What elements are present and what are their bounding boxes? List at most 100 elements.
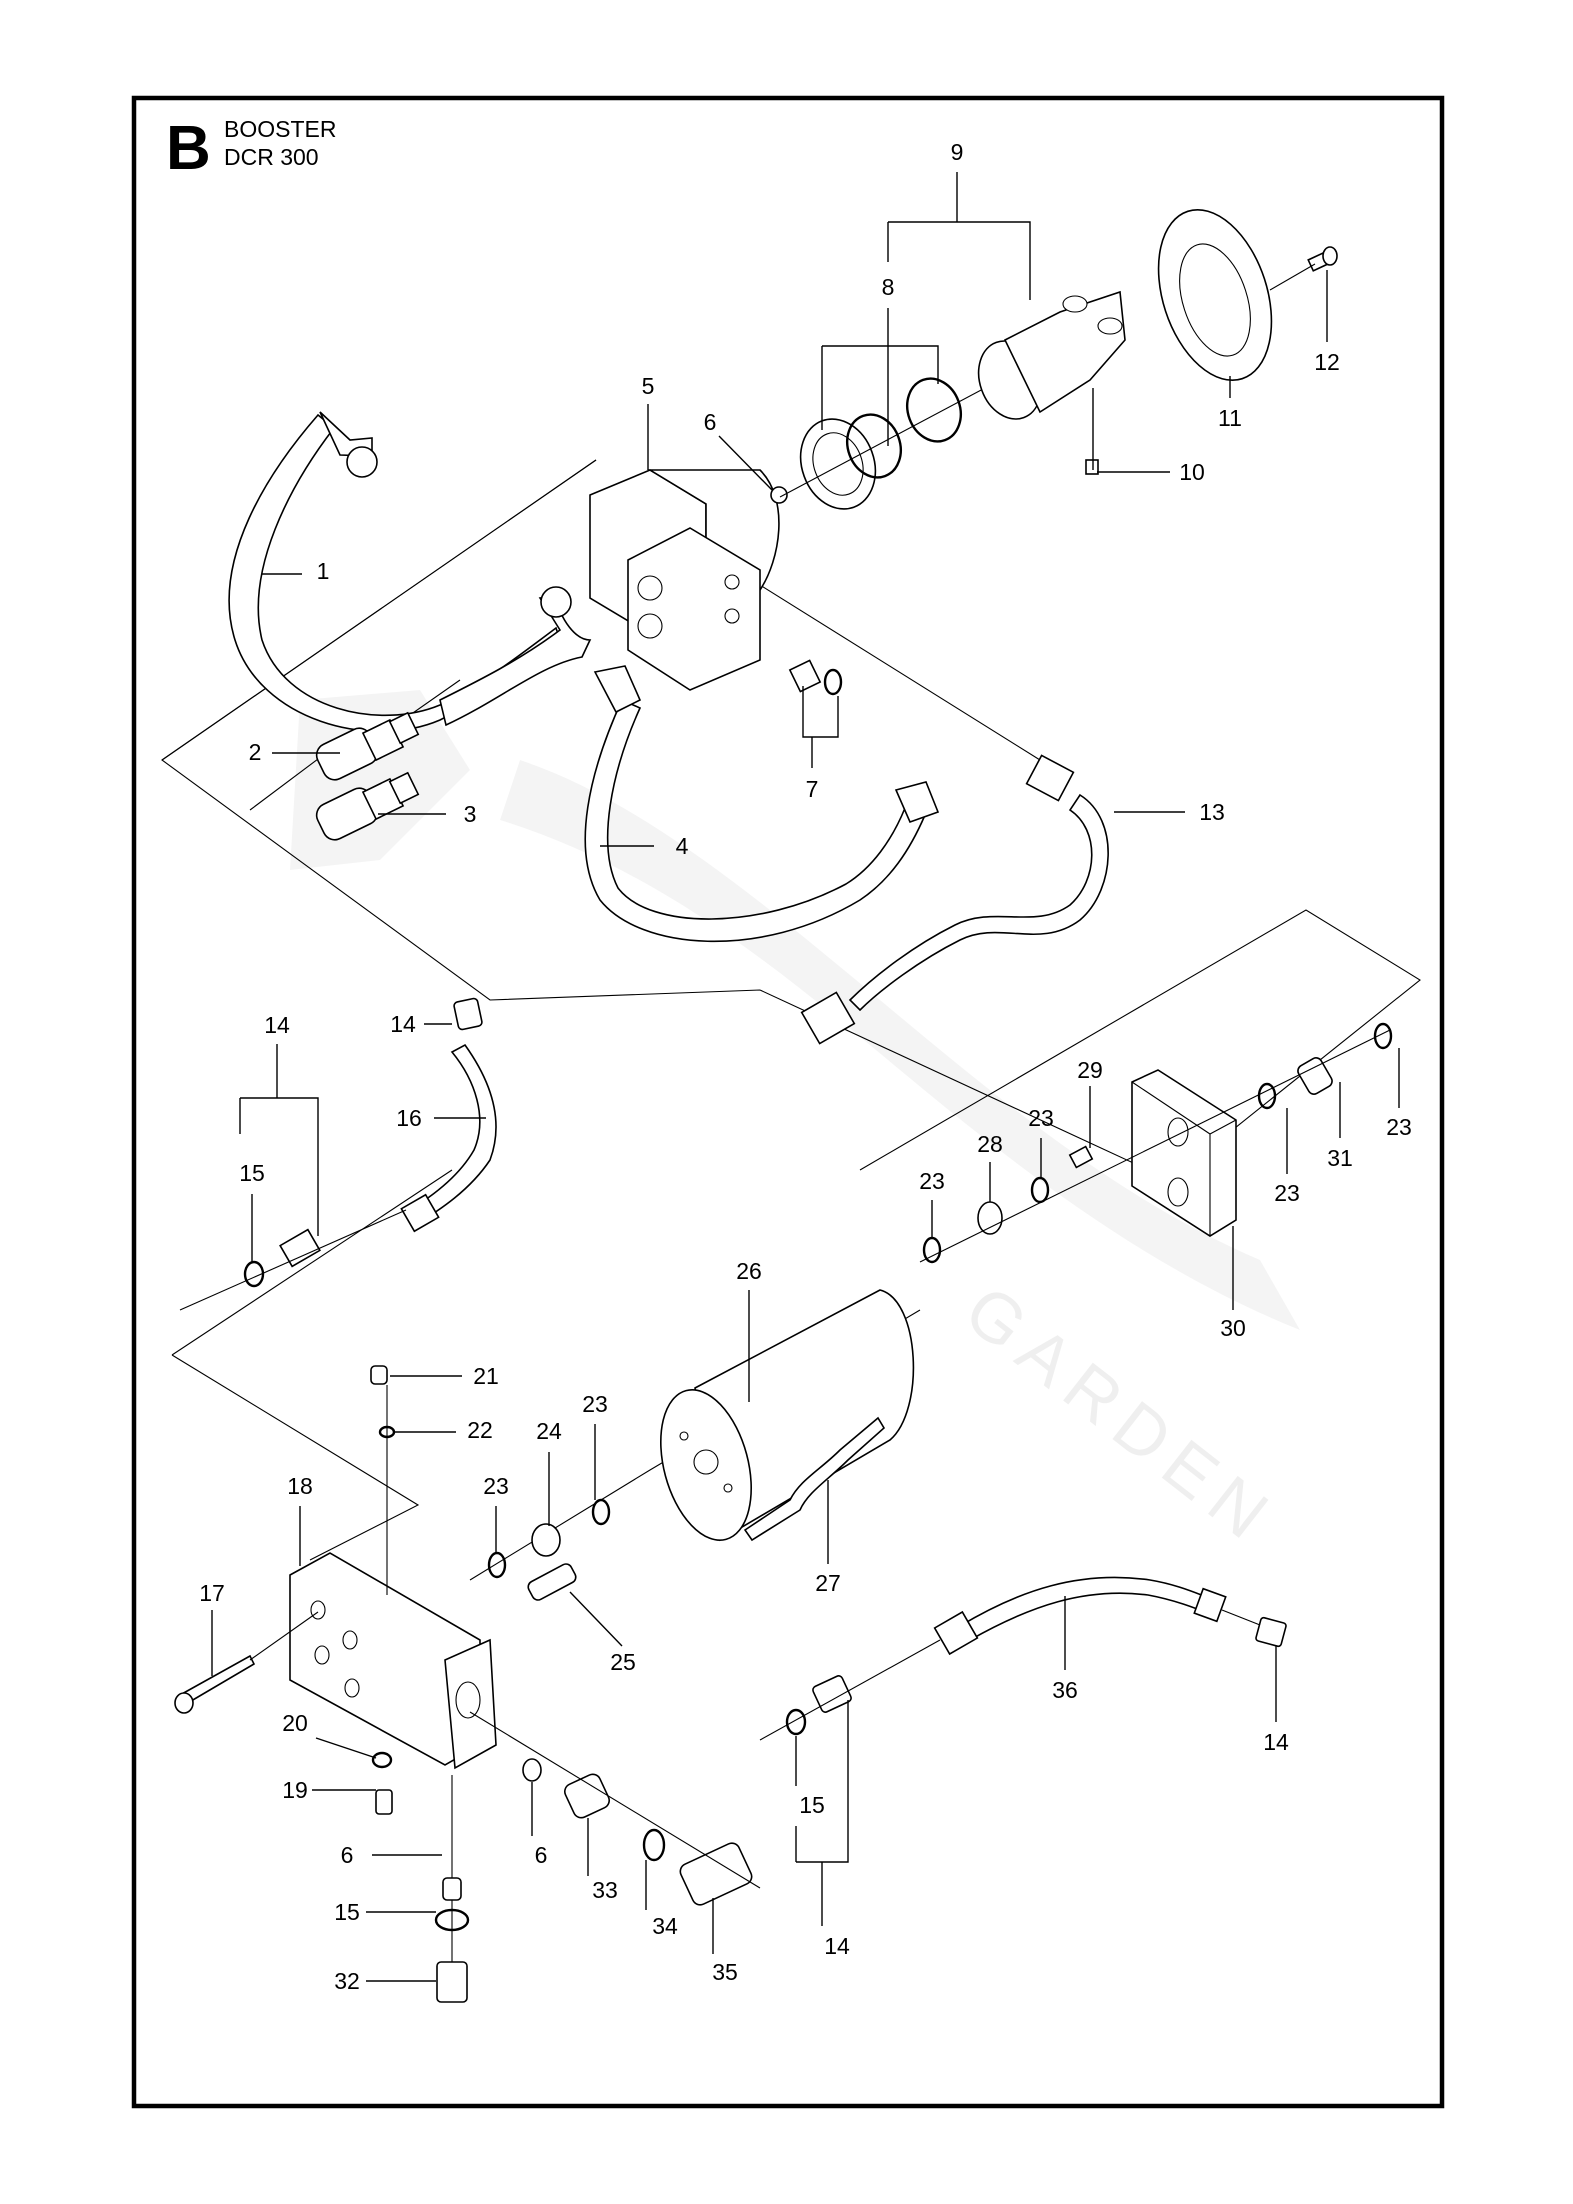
- part-4-end-bottom: [894, 781, 940, 824]
- part-6-plug-side: [522, 1758, 542, 1782]
- part-18-manifold: [289, 1552, 497, 1770]
- callout-6: 6: [341, 1842, 354, 1868]
- callout-23: 23: [919, 1168, 945, 1194]
- callout-28: 28: [977, 1131, 1003, 1157]
- callout-31: 31: [1327, 1145, 1353, 1171]
- part-13-nut-top: [1025, 754, 1075, 802]
- part-6-plug-lower: [442, 1877, 462, 1901]
- part-30-plate: [1131, 1069, 1237, 1237]
- callout-8: 8: [882, 274, 895, 300]
- part-32-plug: [436, 1961, 468, 2003]
- bolt-17-axis: [249, 1611, 319, 1661]
- callout-15: 15: [239, 1160, 265, 1186]
- callout-23: 23: [1386, 1114, 1412, 1140]
- middle-assembly: [171, 997, 1393, 1581]
- callout-23: 23: [1028, 1105, 1054, 1131]
- part-36-hose: [958, 1576, 1217, 1642]
- assembly-axis-b: [759, 584, 1041, 761]
- part-26-accumulator: [660, 1289, 915, 1542]
- callout-33: 33: [592, 1877, 618, 1903]
- part-8-seals: [799, 377, 962, 510]
- hose-36-axis-right: [1221, 1609, 1261, 1626]
- part-16-nut: [400, 1193, 440, 1233]
- part-11-flange: [1157, 208, 1273, 382]
- part-1-nut: [346, 446, 378, 478]
- part-33-valve-insert: [564, 1773, 610, 1819]
- callout-35: 35: [712, 1959, 738, 1985]
- hose-16-axis: [179, 1209, 407, 1311]
- callout-25: 25: [610, 1649, 636, 1675]
- part-19-plug: [375, 1789, 393, 1815]
- callout-34: 34: [652, 1913, 678, 1939]
- part-1-hose-end: [319, 411, 373, 457]
- callout-23: 23: [483, 1473, 509, 1499]
- callout-2: 2: [249, 739, 262, 765]
- part-35-connector: [679, 1842, 753, 1906]
- callout-27: 27: [815, 1570, 841, 1596]
- callout-12: 12: [1314, 349, 1340, 375]
- part-13-nut-bottom: [800, 991, 856, 1045]
- part-5-valve-block: [589, 469, 780, 691]
- page-frame: [131, 95, 1445, 2109]
- watermark-text: GARDEN: [951, 1270, 1292, 1560]
- callout-9: 9: [951, 139, 964, 165]
- section-letter: B: [166, 114, 211, 183]
- part-14-fitting-top: [453, 997, 483, 1031]
- part-14-fitting-right: [1255, 1616, 1287, 1648]
- callout-13: 13: [1199, 799, 1225, 825]
- callout-5: 5: [642, 373, 655, 399]
- part-15-ring-right: [785, 1708, 807, 1736]
- callout-18: 18: [287, 1473, 313, 1499]
- callout-19: 19: [282, 1777, 308, 1803]
- callout-labels: 1 2 3 4 5 6 7 8 9 10 11 12 13 14 14 15 1…: [199, 139, 1412, 1994]
- callout-22: 22: [467, 1417, 493, 1443]
- part-4-end-top: [593, 665, 642, 714]
- part-8-axis: [779, 379, 1001, 498]
- callout-23: 23: [582, 1391, 608, 1417]
- part-6-plug: [770, 486, 788, 504]
- callout-32: 32: [334, 1968, 360, 1994]
- callout-7: 7: [806, 776, 819, 802]
- callout-14: 14: [264, 1012, 290, 1038]
- callout-15: 15: [799, 1792, 825, 1818]
- callout-17: 17: [199, 1580, 225, 1606]
- section-title: BOOSTER: [224, 116, 336, 142]
- assembly-plane-upper-outline: [161, 459, 1421, 1181]
- callout-4: 4: [676, 833, 689, 859]
- callout-24: 24: [536, 1418, 562, 1444]
- lower-assembly: [174, 1365, 1287, 2003]
- upper-assembly: [161, 208, 1421, 1181]
- part-15-ring-left: [243, 1260, 265, 1288]
- callout-23: 23: [1274, 1180, 1300, 1206]
- part-21-plug: [370, 1365, 388, 1385]
- callout-15: 15: [334, 1899, 360, 1925]
- callout-36: 36: [1052, 1677, 1078, 1703]
- callout-6: 6: [535, 1842, 548, 1868]
- part-24-check-valve: [531, 1523, 561, 1557]
- model-name: DCR 300: [224, 144, 319, 170]
- part-36-nut-left: [933, 1610, 979, 1656]
- part-12-axis: [1269, 263, 1316, 291]
- callout-3: 3: [464, 801, 477, 827]
- callout-16: 16: [396, 1105, 422, 1131]
- callout-30: 30: [1220, 1315, 1246, 1341]
- callout-14: 14: [390, 1011, 416, 1037]
- callout-11: 11: [1218, 405, 1242, 431]
- callout-10: 10: [1179, 459, 1205, 485]
- callout-26: 26: [736, 1258, 762, 1284]
- part-13-pipe: [848, 793, 1109, 1012]
- part-29-screw: [1068, 1145, 1094, 1169]
- part-25-valve: [527, 1563, 577, 1601]
- part-1-hose-lower: [439, 595, 592, 727]
- part-36-nut-right: [1193, 1587, 1227, 1623]
- part-23-ring-c: [1257, 1082, 1277, 1110]
- part-12-bolt: [1307, 246, 1338, 272]
- watermark-swash: [500, 760, 1300, 1330]
- part-34-ring: [642, 1828, 666, 1862]
- part-10-nipple: [1085, 459, 1099, 475]
- callout-29: 29: [1077, 1057, 1103, 1083]
- part-23-ring-b: [1030, 1176, 1050, 1204]
- callout-14: 14: [1263, 1729, 1289, 1755]
- part-15-ring-lower: [434, 1908, 470, 1932]
